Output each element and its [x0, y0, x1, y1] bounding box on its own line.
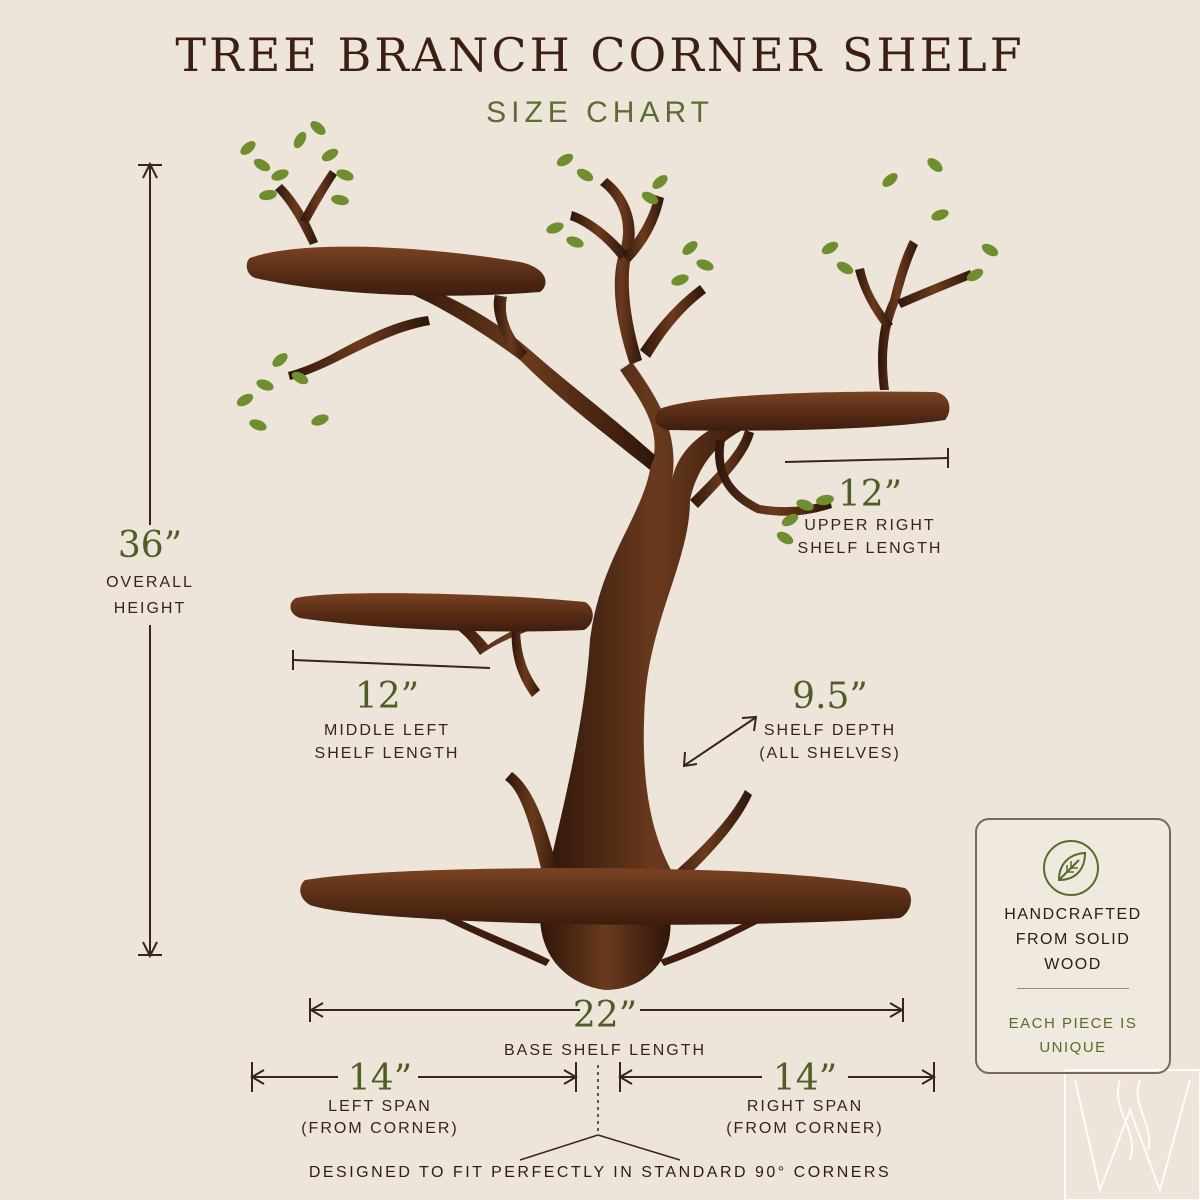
footer-note: DESIGNED TO FIT PERFECTLY IN STANDARD 90… — [308, 1164, 892, 1181]
dimension-middle-left-line — [292, 650, 491, 670]
right-span-label-2: (FROM CORNER) — [726, 1120, 884, 1137]
base-roots — [540, 915, 671, 990]
page-title: TREE BRANCH CORNER SHELF — [175, 28, 1025, 82]
shelf-middle-left — [290, 593, 593, 632]
shelf-base — [300, 868, 912, 925]
badge-line-1: HANDCRAFTED — [1004, 906, 1142, 923]
badge-note-2: UNIQUE — [1039, 1039, 1107, 1056]
upper-right-label-2: SHELF LENGTH — [797, 540, 943, 557]
upper-right-value: 12” — [837, 474, 903, 515]
right-span-label-1: RIGHT SPAN — [746, 1098, 864, 1115]
dimension-right-span-line — [618, 1062, 936, 1092]
leaf-icon — [1043, 840, 1099, 896]
left-span-label-2: (FROM CORNER) — [301, 1120, 459, 1137]
depth-value: 9.5” — [792, 676, 868, 717]
depth-label-2: (ALL SHELVES) — [759, 745, 901, 762]
page-subtitle: SIZE CHART — [486, 96, 714, 129]
dimension-left-span-line — [250, 1062, 578, 1092]
left-span-value: 14” — [347, 1058, 413, 1099]
height-value: 36” — [117, 525, 183, 566]
leaf-clusters — [236, 121, 999, 545]
base-label: BASE SHELF LENGTH — [503, 1042, 707, 1059]
base-value: 22” — [572, 995, 638, 1036]
height-label-2: HEIGHT — [113, 600, 187, 617]
corner-diagram — [519, 1065, 681, 1161]
shelf-upper-right — [655, 391, 950, 431]
middle-left-label-2: SHELF LENGTH — [314, 745, 460, 762]
middle-left-value: 12” — [354, 676, 420, 717]
height-label-1: OVERALL — [106, 574, 194, 591]
badge-note-1: EACH PIECE IS — [1008, 1015, 1138, 1032]
badge-divider — [1017, 988, 1129, 989]
right-span-value: 14” — [772, 1058, 838, 1099]
brand-logo — [1064, 1069, 1200, 1200]
handcrafted-badge: HANDCRAFTED FROM SOLID WOOD EACH PIECE I… — [975, 818, 1171, 1074]
badge-line-2: FROM SOLID — [1015, 931, 1131, 948]
middle-left-label-1: MIDDLE LEFT — [323, 722, 450, 739]
dimension-depth-arrow — [682, 715, 758, 768]
dimension-base-line — [309, 998, 904, 1022]
dimension-height-line — [138, 161, 162, 959]
left-span-label-1: LEFT SPAN — [328, 1098, 432, 1115]
upper-right-label-1: UPPER RIGHT — [804, 517, 936, 534]
shelf-upper-left — [246, 246, 546, 296]
dimension-upper-right-line — [784, 448, 949, 468]
depth-label-1: SHELF DEPTH — [763, 722, 897, 739]
badge-line-3: WOOD — [1044, 956, 1102, 973]
